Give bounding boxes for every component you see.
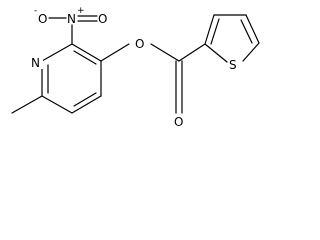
atom-label-nitro-n: N <box>67 12 76 26</box>
bond-tc2-tc3 <box>204 14 215 45</box>
pyridine-ring <box>41 43 102 114</box>
thiophene-ring <box>204 14 260 63</box>
bond-methyl <box>11 95 43 114</box>
atom-label-thiophene-sulfur: S <box>229 58 237 72</box>
ester-group <box>100 43 206 114</box>
bond-c3-o-ester <box>100 43 130 62</box>
bond-tc2-tc3-double <box>210 18 220 45</box>
bond-s-tc2 <box>204 43 228 63</box>
molecule-structure: N N + - O O O O S <box>11 6 260 129</box>
bond-tc5-s <box>242 42 260 62</box>
bond-c4-c5 <box>71 95 102 114</box>
bond-n1-c2 <box>41 43 73 62</box>
bond-c5-c6 <box>41 95 73 114</box>
atom-label-carbonyl-oxygen: O <box>174 115 183 129</box>
bond-o-ester-carbonyl-c <box>150 43 180 62</box>
bond-c2-c3 <box>71 43 102 62</box>
atom-label-nitro-charge: + <box>77 6 85 16</box>
atom-label-pyridine-n: N <box>31 56 40 70</box>
atom-labels: N N + - O O O O S <box>30 6 237 129</box>
atom-label-oxygen-anion: O <box>38 12 47 26</box>
bond-c2-c3-double <box>73 50 97 65</box>
bond-tc4-tc5 <box>245 14 260 44</box>
bond-c4-c5-double <box>73 92 97 107</box>
bond-carbonyl-c-thiophene <box>178 43 206 62</box>
atom-label-ester-oxygen: O <box>135 37 144 51</box>
atom-label-oxygen-double: O <box>98 12 107 26</box>
bond-tc4-tc5-double <box>240 19 253 44</box>
atom-label-oxygen-anion-charge: - <box>34 6 37 16</box>
nitro-group <box>48 15 98 45</box>
